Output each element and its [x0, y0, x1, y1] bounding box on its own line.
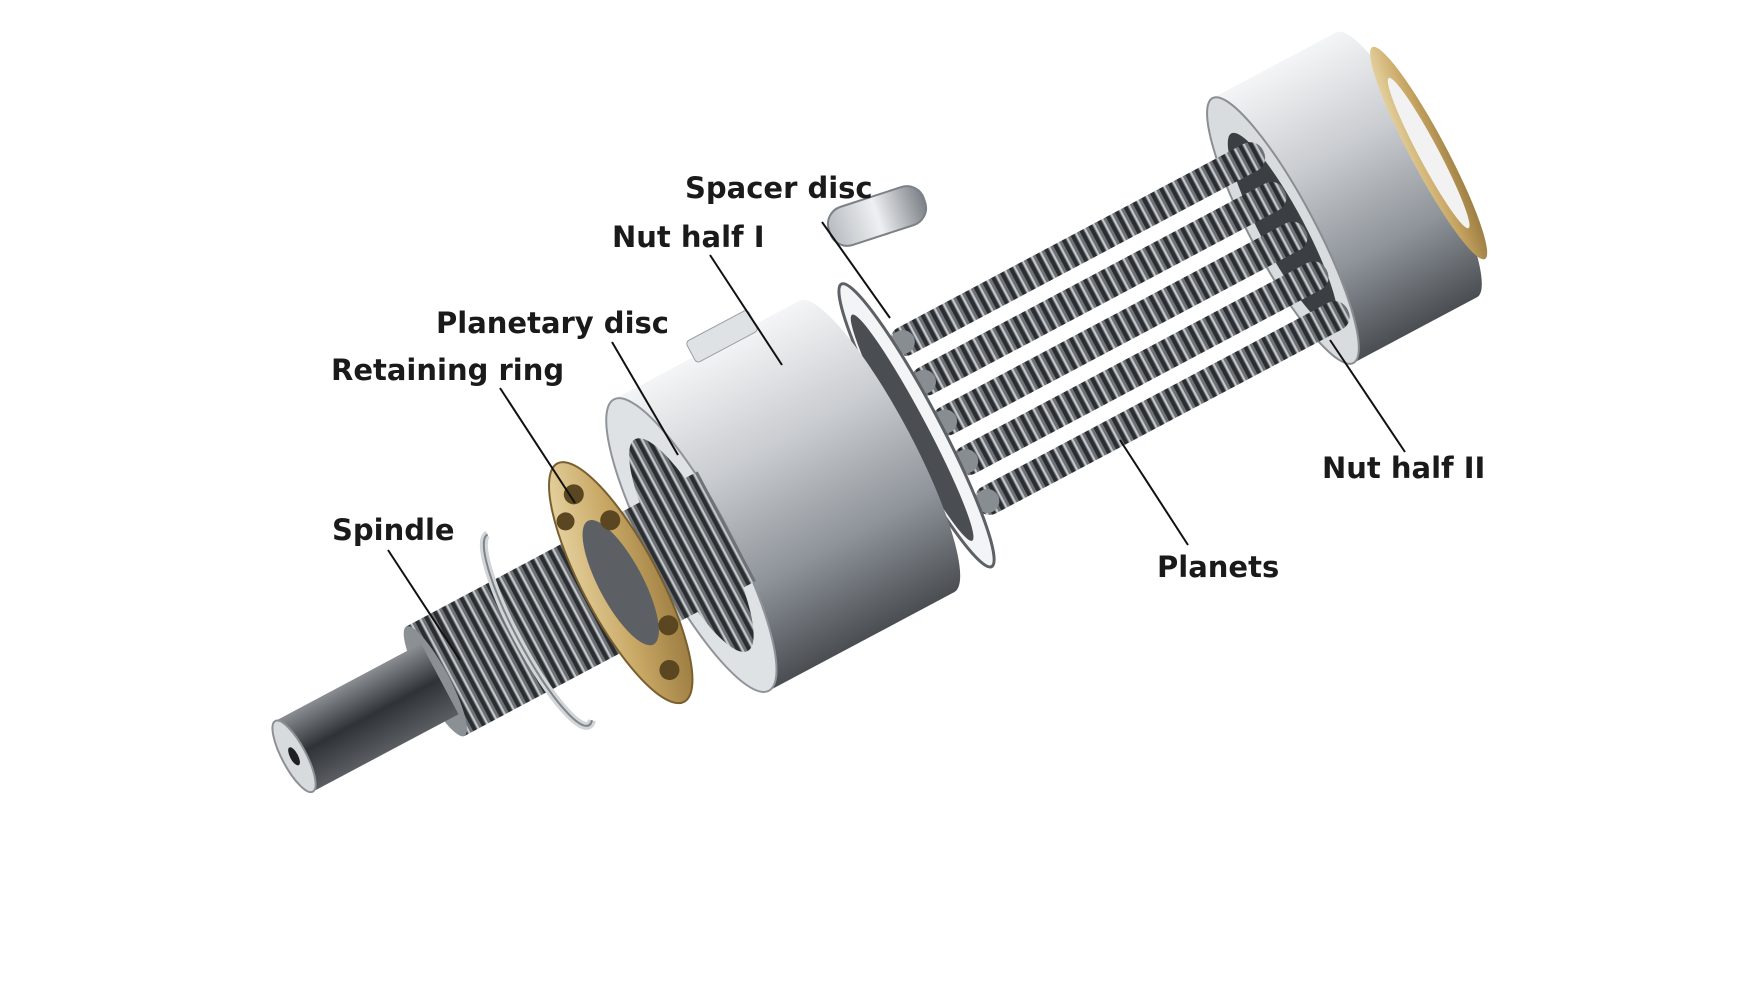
spindle-part: [271, 471, 756, 794]
label-planetary-disc: Planetary disc: [436, 306, 669, 340]
leader-lines: [387, 221, 1406, 661]
label-nut-half-1: Nut half I: [612, 220, 765, 254]
label-retaining-ring: Retaining ring: [331, 353, 564, 387]
retaining-ring-part: [479, 530, 596, 730]
label-spacer-disc: Spacer disc: [685, 171, 873, 205]
label-nut-half-2: Nut half II: [1322, 451, 1485, 485]
labels: Spacer disc Nut half I Planetary disc Re…: [331, 171, 1485, 584]
label-spindle: Spindle: [332, 513, 455, 547]
label-planets: Planets: [1157, 550, 1279, 584]
spacer-ring: [837, 282, 996, 569]
assembly: [271, 31, 1488, 794]
planetary-disc-part: [548, 461, 694, 705]
